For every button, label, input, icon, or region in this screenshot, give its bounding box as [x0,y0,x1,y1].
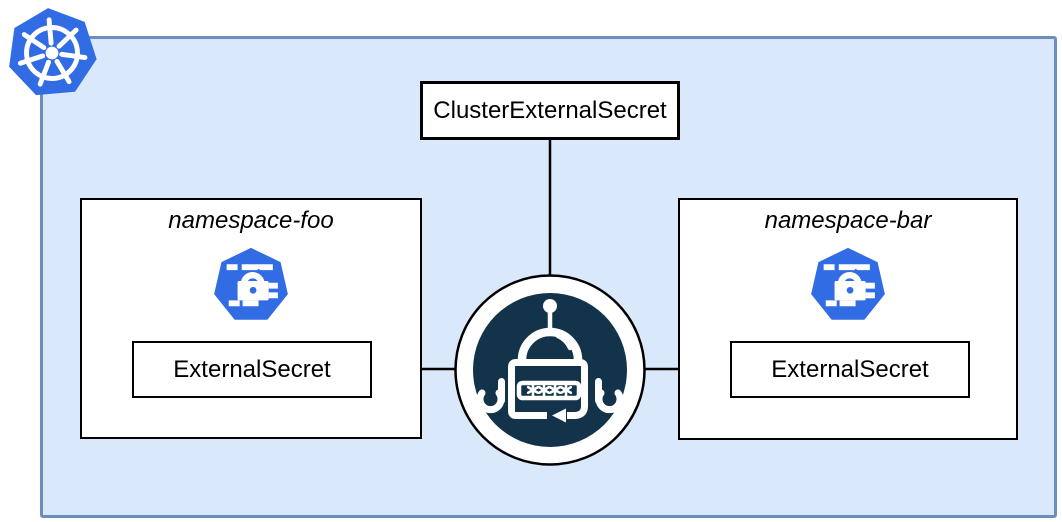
node-external-secret-bar: ExternalSecret [730,341,970,398]
cluster-external-secret-label: ClusterExternalSecret [433,96,667,124]
external-secret-bar-label: ExternalSecret [771,355,929,383]
kubernetes-logo-icon [3,4,101,102]
namespace-foo-title: namespace-foo [168,207,334,234]
external-secret-crd-icon [806,242,890,326]
external-secret-foo-label: ExternalSecret [173,355,331,383]
node-cluster-external-secret: ClusterExternalSecret [420,81,680,140]
password-asterisks [526,383,573,397]
external-secret-crd-icon [209,242,293,326]
external-secrets-operator-robot-icon [454,274,646,466]
node-external-secret-foo: ExternalSecret [132,341,372,398]
namespace-bar-title: namespace-bar [764,207,932,234]
robot-glyph [476,299,624,423]
